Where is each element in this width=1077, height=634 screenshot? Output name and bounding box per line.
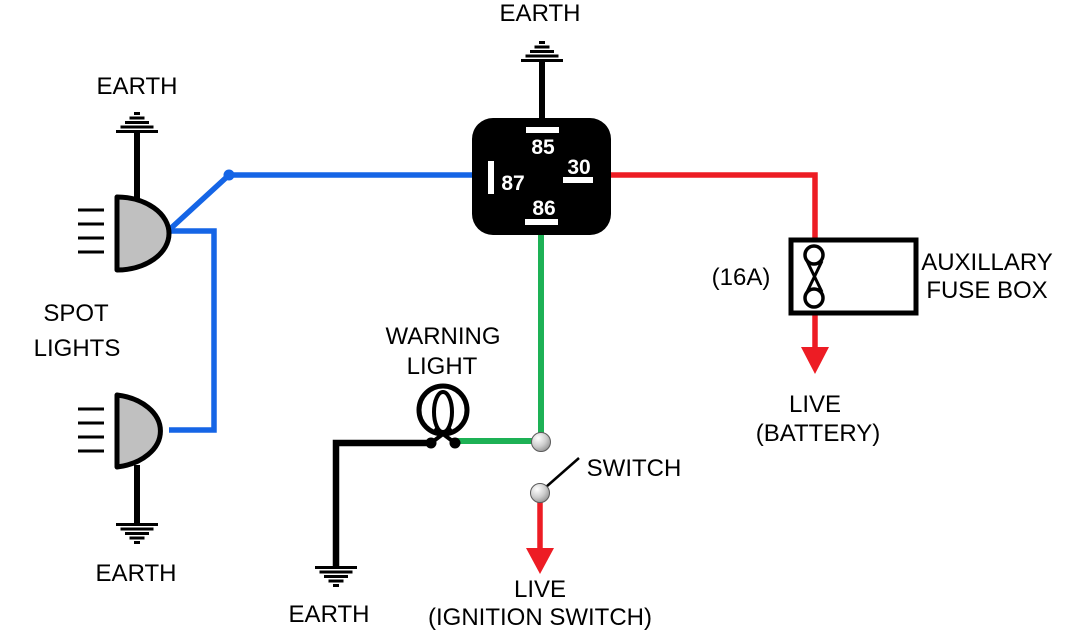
relay-pin-85-label: 85 [531, 136, 555, 159]
spotlight-bottom [78, 392, 163, 470]
relay-pin-85-bar [526, 127, 559, 133]
relay: 85 30 87 86 [472, 118, 611, 235]
spot-lights-label-line1: SPOT [43, 300, 109, 327]
ignition-live-label-line2: (IGNITION SWITCH) [428, 604, 652, 631]
switch-lever [545, 457, 580, 488]
relay-pin-86-label: 86 [532, 197, 555, 220]
switch-top-terminal [531, 432, 551, 452]
relay-pin-87-label: 87 [501, 172, 524, 195]
switch-bottom-terminal [530, 483, 550, 503]
warning-light-earth-label: EARTH [289, 601, 370, 628]
spotlight-top [78, 194, 172, 273]
warning-light-bulb [416, 383, 470, 449]
warning-light-label-line2: LIGHT [407, 353, 478, 380]
bottom-spotlight-earth-symbol [114, 523, 160, 544]
fuse-terminal [803, 287, 825, 309]
warning-light-earth-symbol [313, 566, 359, 587]
relay-pin-86-bar [525, 219, 558, 225]
relay-pin-87-bar [488, 161, 494, 194]
fuse-box-label-line1: AUXILLARY [921, 249, 1053, 276]
ignition-live-label-line1: LIVE [514, 576, 566, 603]
battery-live-label-line1: LIVE [789, 391, 841, 418]
fuse-box-label-line2: FUSE BOX [926, 277, 1047, 304]
spotlight-feed-wire-upper [167, 172, 473, 233]
relay-body [472, 118, 611, 235]
top-spotlight-earth-label: EARTH [97, 73, 178, 100]
relay-pin-30-bar [563, 177, 593, 183]
bottom-spotlight-earth-label: EARTH [96, 560, 177, 587]
wire-junction-dot [223, 169, 235, 181]
bulb-terminal-dot [449, 437, 461, 449]
ignition-live-arrow [526, 548, 554, 574]
top-spotlight-rays [78, 208, 104, 254]
switch-label: SWITCH [587, 455, 682, 482]
spot-lights-label-line2: LIGHTS [34, 335, 121, 362]
warning-light-label-line1: WARNING [385, 323, 500, 350]
relay-pin-30-label: 30 [567, 156, 590, 179]
bottom-spotlight-rays [78, 407, 104, 453]
bottom-spotlight-lamp [114, 392, 163, 470]
fuse-link [805, 260, 824, 293]
fuse-rating-label: (16A) [712, 264, 771, 291]
relay-earth-symbol [519, 41, 565, 62]
fuse-terminal [803, 244, 825, 266]
top-spotlight-earth-symbol [114, 112, 160, 133]
warning-light-earth-wire [332, 439, 433, 569]
relay-earth-label: EARTH [500, 0, 581, 27]
top-spotlight-lamp [114, 194, 172, 273]
switch [530, 432, 580, 503]
fuse-symbol [803, 244, 825, 309]
spotlight-feed-wire-lower [169, 228, 217, 433]
battery-live-label-line2: (BATTERY) [756, 420, 880, 447]
fuse-box [788, 237, 919, 316]
relay-to-fuse-wire [609, 172, 818, 243]
bulb-terminal-dot [425, 437, 437, 449]
battery-live-arrow [801, 347, 829, 374]
